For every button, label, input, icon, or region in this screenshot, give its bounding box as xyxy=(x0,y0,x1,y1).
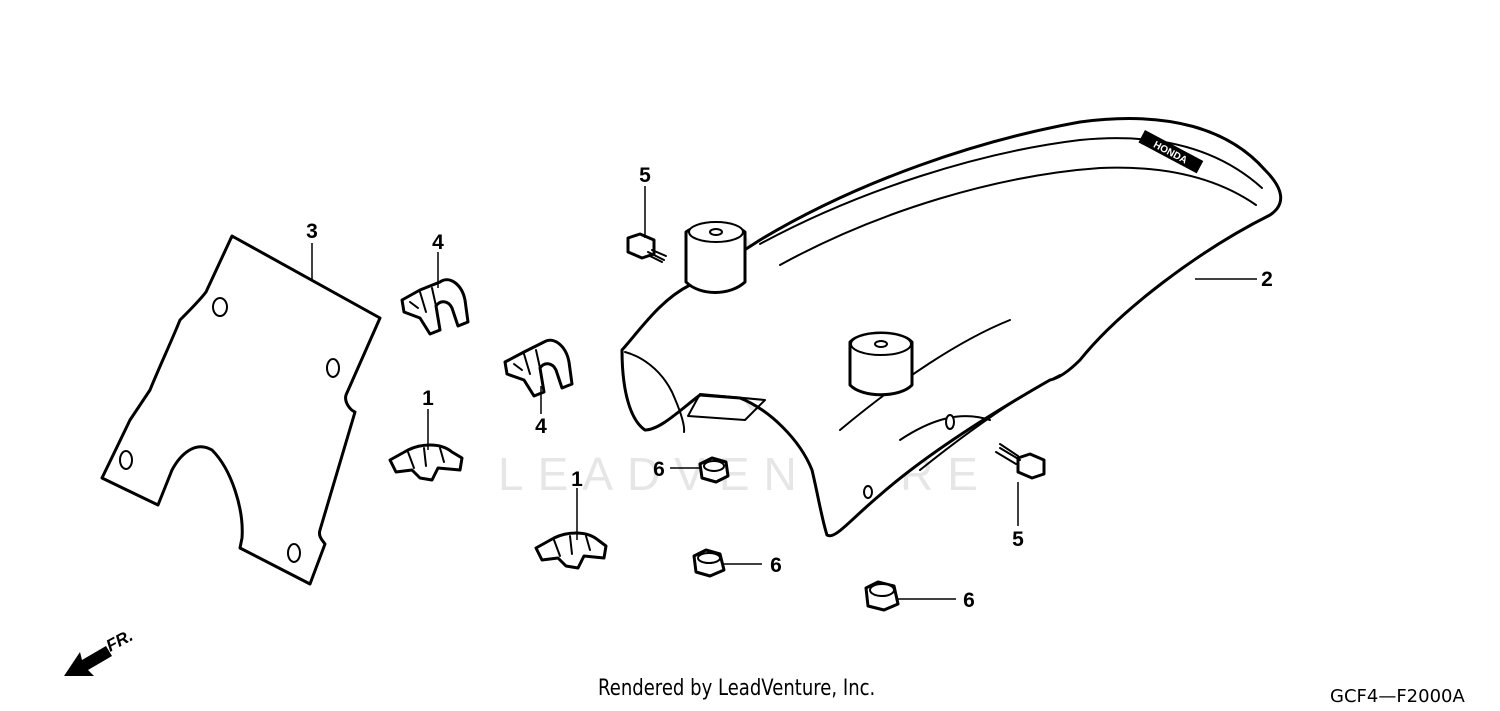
leader-lines xyxy=(311,186,1257,600)
front-arrow-icon xyxy=(64,646,112,676)
callout-4: 4 xyxy=(432,231,444,254)
callout-5: 5 xyxy=(639,164,651,187)
callout-1: 1 xyxy=(422,387,434,410)
boss-hole xyxy=(874,340,888,348)
part-4-clip[interactable] xyxy=(400,278,470,336)
fender-hole xyxy=(945,414,955,430)
diagram-code: GCF4—F2000A xyxy=(1330,686,1465,707)
part-3-plate[interactable] xyxy=(100,234,382,586)
boss-hole xyxy=(709,228,723,236)
part-5-bolt[interactable] xyxy=(626,232,667,263)
callout-5: 5 xyxy=(1012,528,1024,551)
part-1-clamp[interactable] xyxy=(534,531,608,570)
nut-hole xyxy=(697,552,721,564)
plate-hole xyxy=(119,450,133,470)
callout-4: 4 xyxy=(535,415,547,438)
plate-hole xyxy=(326,358,340,378)
fender-hole xyxy=(863,485,873,499)
callout-6: 6 xyxy=(653,458,665,481)
callout-3: 3 xyxy=(306,220,318,243)
callout-1: 1 xyxy=(571,468,583,491)
callout-6: 6 xyxy=(770,554,782,577)
part-6-nut[interactable] xyxy=(692,548,726,578)
part-1-clamp[interactable] xyxy=(388,443,464,482)
front-direction-indicator: FR. xyxy=(64,626,136,676)
part-5-bolt[interactable] xyxy=(995,443,1046,480)
part-6-nut[interactable] xyxy=(698,456,730,484)
part-2-rear-fender[interactable]: HONDA xyxy=(620,117,1283,538)
callout-6: 6 xyxy=(963,589,975,612)
render-credit: Rendered by LeadVenture, Inc. xyxy=(598,676,876,701)
part-4-clip[interactable] xyxy=(503,338,574,398)
plate-hole xyxy=(287,543,301,563)
part-6-nut[interactable] xyxy=(864,580,900,612)
callout-2: 2 xyxy=(1261,268,1273,291)
nut-hole xyxy=(869,583,895,597)
plate-hole xyxy=(212,297,228,317)
nut-hole xyxy=(703,460,725,472)
callouts: 3 2 4 4 1 1 5 5 6 6 6 xyxy=(306,164,1273,612)
